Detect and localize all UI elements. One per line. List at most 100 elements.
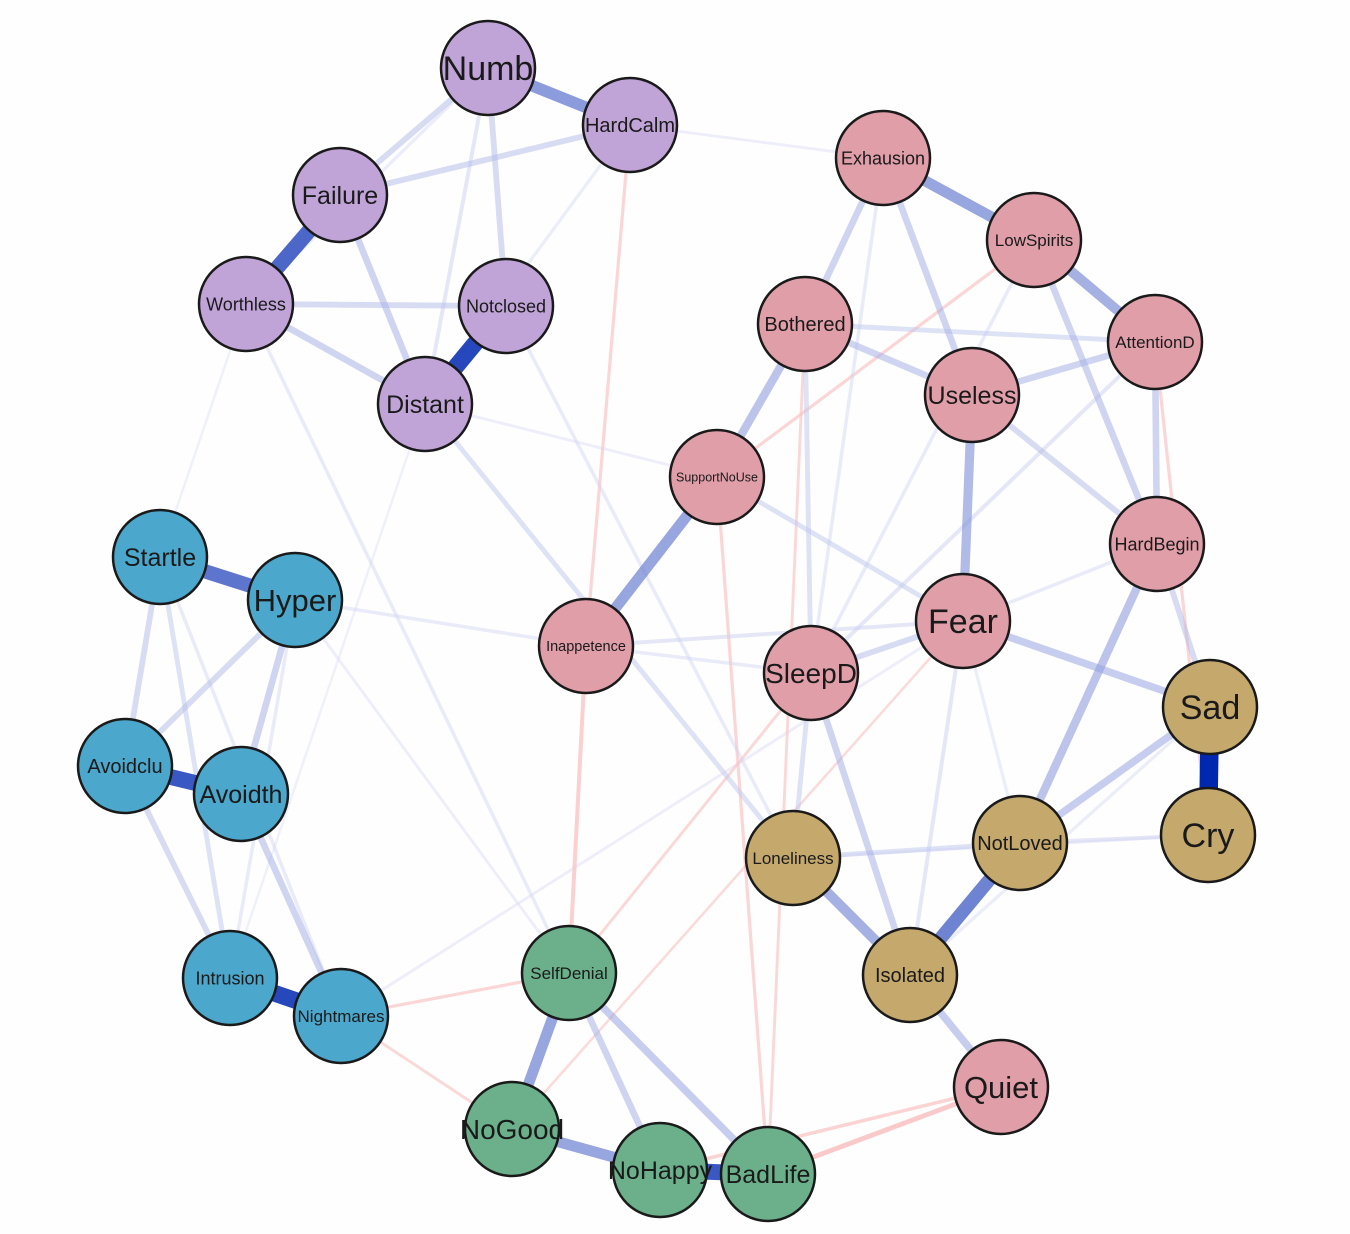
node-notclosed[interactable]: Notclosed (457, 257, 555, 355)
node-circle[interactable] (756, 275, 854, 373)
node-loneliness[interactable]: Loneliness (744, 809, 842, 907)
edge-fear-nogood (511, 620, 964, 1130)
node-circle[interactable] (611, 1121, 709, 1219)
edge-sleepd-isolated (807, 671, 914, 977)
node-worthless[interactable]: Worthless (197, 255, 295, 353)
edge-supportnouse-badlife (715, 476, 770, 1175)
node-label: Nightmares (298, 1007, 385, 1026)
node-circle[interactable] (520, 924, 618, 1022)
node-circle[interactable] (581, 76, 679, 174)
node-distant[interactable]: Distant (376, 355, 474, 453)
node-circle[interactable] (192, 745, 290, 843)
node-sad[interactable]: Sad (1161, 658, 1259, 756)
edge-intrusion-distant (228, 403, 427, 979)
node-circle[interactable] (292, 967, 390, 1065)
node-label: Cry (1182, 817, 1235, 855)
node-avoidth[interactable]: Avoidth (192, 745, 290, 843)
node-label: Numb (443, 50, 534, 88)
node-failure[interactable]: Failure (291, 146, 389, 244)
node-label: Quiet (964, 1070, 1038, 1105)
node-nightmares[interactable]: Nightmares (292, 967, 390, 1065)
node-label: HardBegin (1114, 534, 1199, 554)
node-circle[interactable] (861, 926, 959, 1024)
node-fear[interactable]: Fear (914, 572, 1012, 670)
node-circle[interactable] (463, 1080, 561, 1178)
edge-notclosed-loneliness (504, 305, 795, 859)
node-selfdenial[interactable]: SelfDenial (520, 924, 618, 1022)
edge-exhausion-sleepd (809, 157, 885, 674)
node-label: Failure (302, 182, 378, 210)
node-circle[interactable] (246, 551, 344, 649)
node-label: Exhausion (841, 148, 925, 168)
node-label: Startle (124, 544, 196, 572)
node-lowspirits[interactable]: LowSpirits (985, 191, 1083, 289)
node-circle[interactable] (1106, 293, 1204, 391)
node-circle[interactable] (952, 1038, 1050, 1136)
node-circle[interactable] (971, 794, 1069, 892)
node-circle[interactable] (76, 717, 174, 815)
edge-numb-distant (423, 67, 490, 405)
node-circle[interactable] (537, 597, 635, 695)
node-bothered[interactable]: Bothered (756, 275, 854, 373)
node-badlife[interactable]: BadLife (719, 1125, 817, 1223)
node-quiet[interactable]: Quiet (952, 1038, 1050, 1136)
node-nohappy[interactable]: NoHappy (608, 1121, 713, 1219)
node-circle[interactable] (668, 428, 766, 526)
node-circle[interactable] (1159, 786, 1257, 884)
node-isolated[interactable]: Isolated (861, 926, 959, 1024)
node-label: Notclosed (466, 296, 546, 316)
node-circle[interactable] (1161, 658, 1259, 756)
edge-hardcalm-inappetence (584, 124, 632, 647)
node-exhausion[interactable]: Exhausion (834, 109, 932, 207)
node-circle[interactable] (181, 929, 279, 1027)
node-circle[interactable] (719, 1125, 817, 1223)
node-circle[interactable] (111, 508, 209, 606)
node-circle[interactable] (914, 572, 1012, 670)
edge-bothered-sleepd (802, 323, 814, 674)
node-label: Worthless (206, 294, 286, 314)
edge-bothered-badlife (766, 323, 807, 1175)
edge-nohappy-quiet (659, 1085, 1002, 1172)
node-label: Fear (928, 603, 998, 641)
node-label: NotLoved (977, 833, 1063, 855)
node-circle[interactable] (1108, 495, 1206, 593)
node-intrusion[interactable]: Intrusion (181, 929, 279, 1027)
node-label: Avoidth (200, 781, 283, 809)
node-circle[interactable] (376, 355, 474, 453)
node-circle[interactable] (291, 146, 389, 244)
node-circle[interactable] (439, 19, 537, 117)
node-numb[interactable]: Numb (439, 19, 537, 117)
node-circle[interactable] (744, 809, 842, 907)
node-hardbegin[interactable]: HardBegin (1108, 495, 1206, 593)
node-supportnouse[interactable]: SupportNoUse (668, 428, 766, 526)
node-inappetence[interactable]: Inappetence (537, 597, 635, 695)
node-nogood[interactable]: NoGood (460, 1080, 564, 1178)
node-circle[interactable] (923, 346, 1021, 444)
node-circle[interactable] (834, 109, 932, 207)
node-circle[interactable] (762, 624, 860, 722)
node-hyper[interactable]: Hyper (246, 551, 344, 649)
node-useless[interactable]: Useless (923, 346, 1021, 444)
node-label: Inappetence (546, 639, 626, 655)
node-hardcalm[interactable]: HardCalm (581, 76, 679, 174)
node-startle[interactable]: Startle (111, 508, 209, 606)
node-notloved[interactable]: NotLoved (971, 794, 1069, 892)
node-cry[interactable]: Cry (1159, 786, 1257, 884)
node-avoidclu[interactable]: Avoidclu (76, 717, 174, 815)
node-label: Hyper (254, 583, 337, 618)
node-circle[interactable] (985, 191, 1083, 289)
node-label: SelfDenial (530, 964, 608, 983)
node-label: BadLife (726, 1161, 811, 1189)
node-sleepd[interactable]: SleepD (762, 624, 860, 722)
node-label: Isolated (875, 965, 945, 987)
node-circle[interactable] (457, 257, 555, 355)
node-circle[interactable] (197, 255, 295, 353)
edge-sleepd-selfdenial (567, 672, 813, 974)
node-label: Avoidclu (87, 756, 162, 778)
node-attentiond[interactable]: AttentionD (1106, 293, 1204, 391)
node-label: SupportNoUse (676, 470, 758, 484)
edge-failure-hardcalm (339, 122, 631, 198)
